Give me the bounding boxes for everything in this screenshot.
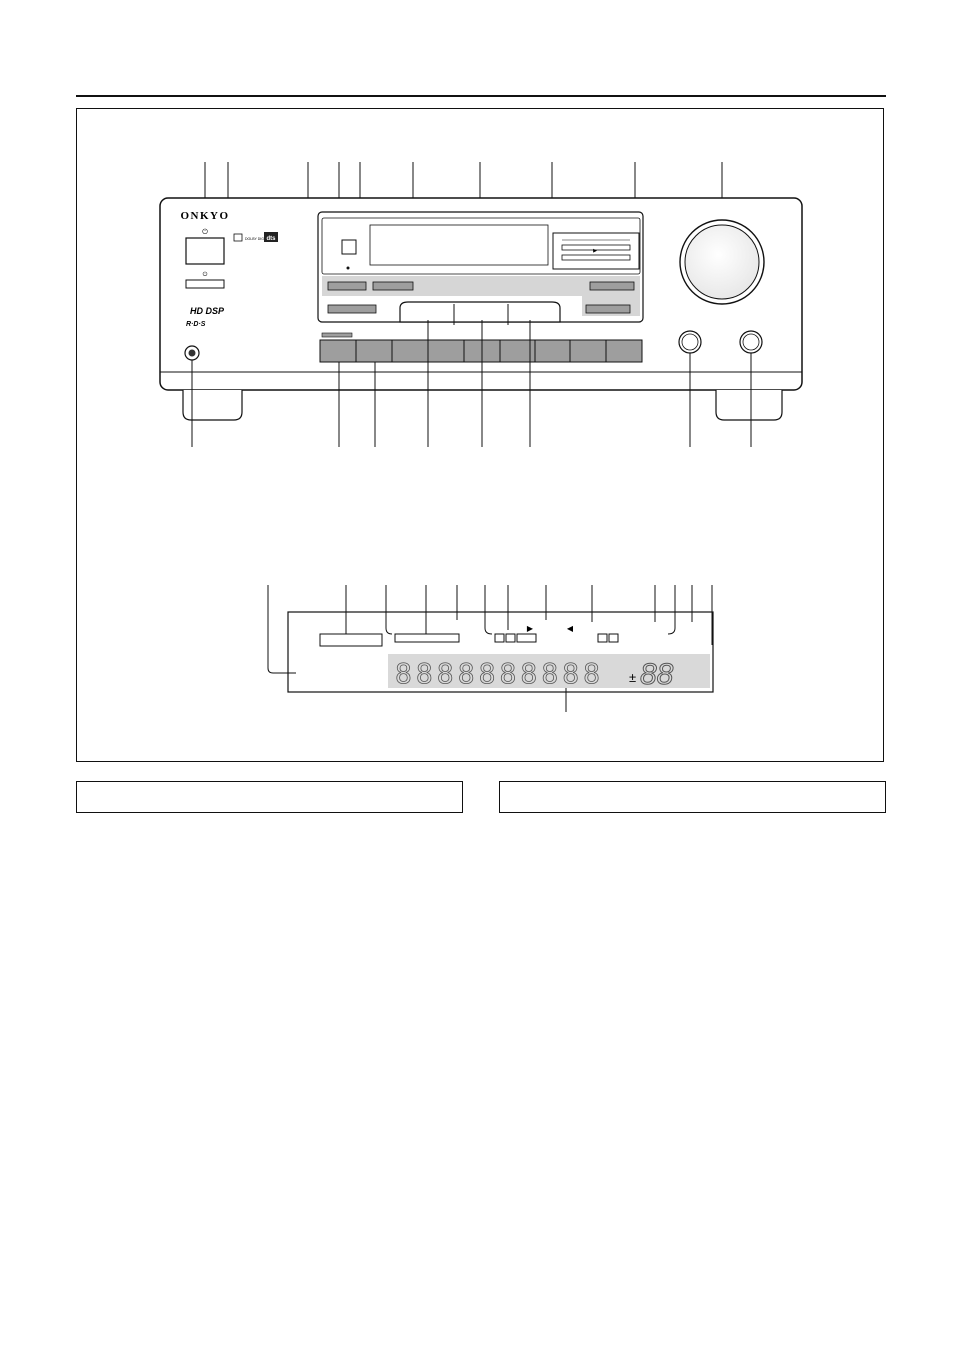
- rds-buttons: [327, 304, 377, 314]
- dts-logo: dts: [267, 236, 277, 242]
- dsp-panel: [399, 301, 561, 323]
- dolby-mark: [233, 233, 243, 242]
- display-indicator-box: [319, 633, 383, 647]
- master-volume-knob: [684, 224, 760, 300]
- callout-lines-bottom: [191, 320, 752, 447]
- remote-sensor: [341, 239, 357, 255]
- select-button: [372, 281, 414, 291]
- tuning-panel: [552, 232, 640, 270]
- play-indicator: ▶: [527, 624, 534, 633]
- input-selector-row: [319, 339, 643, 363]
- callout-line: [267, 585, 296, 674]
- left-foot: [182, 390, 243, 421]
- hd-dsp-logo: HD DSP: [190, 306, 225, 316]
- dolby-logo: DOLBY DIGITAL: [245, 237, 271, 241]
- section-box-right: [499, 781, 886, 813]
- display-diagram: ▶ ◀ 8888888888 ± 88: [287, 611, 714, 693]
- preset-bar: [561, 254, 631, 261]
- indicator-dot: [346, 266, 350, 270]
- figure-frame: [76, 108, 884, 762]
- level-digits: 88: [640, 658, 674, 691]
- rds-logo: R·D·S: [186, 321, 206, 328]
- fl-display: [369, 224, 549, 266]
- callout-lines-display: [267, 585, 713, 712]
- power-symbol: ⏻: [202, 228, 208, 236]
- receiver-body: ONKYO ⏻ ⏻ HD DSP R·D·S DOLBY DIGITAL dts…: [159, 197, 803, 421]
- segment-display-area: [388, 654, 710, 688]
- onkyo-logo: ONKYO: [180, 210, 229, 222]
- phones-jack-hole: [188, 349, 196, 357]
- section-box-left: [76, 781, 463, 813]
- right-foot: [715, 390, 783, 421]
- top-rule: [76, 95, 886, 97]
- callout-line: [385, 585, 393, 635]
- input-button: [327, 281, 367, 291]
- tuning-bar: [561, 244, 631, 251]
- standby-button: [185, 279, 225, 289]
- preset-buttons: [585, 304, 631, 314]
- tuning-button: [589, 281, 635, 291]
- speaker-indicator: [321, 332, 353, 338]
- power-button: [185, 237, 225, 265]
- level-sign: ±: [629, 670, 636, 685]
- upper-button-strip: [322, 276, 640, 296]
- dts-mark: [264, 232, 278, 242]
- callout-line: [484, 585, 493, 635]
- callout-line: [667, 585, 676, 635]
- svg-text:⏻: ⏻: [203, 271, 208, 278]
- reverse-indicator: ◀: [567, 624, 574, 633]
- display-bar-indicator: [394, 633, 460, 643]
- svg-text:▶: ▶: [593, 248, 597, 254]
